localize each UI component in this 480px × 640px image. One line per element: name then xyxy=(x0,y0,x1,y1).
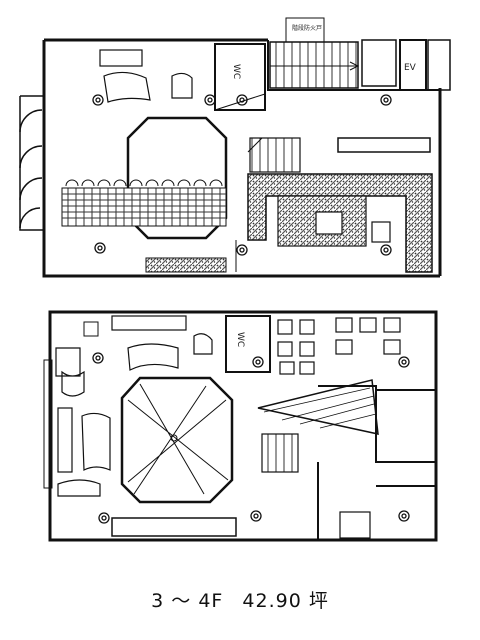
floor-area-label: 42.90 坪 xyxy=(242,590,329,612)
ev-label: EV xyxy=(404,63,417,73)
floor-plan-drawing: WC 階段防火戸 EV xyxy=(19,17,451,542)
upper-floor-plan: WC 階段防火戸 EV xyxy=(19,17,451,278)
floor-caption: 3 ～ 4F 42.90 坪 xyxy=(0,586,480,613)
stair-note-label: 階段防火戸 xyxy=(292,24,322,32)
lower-floor-plan: WC xyxy=(43,310,438,542)
wc-label-lower: WC xyxy=(235,332,245,347)
wc-label-upper: WC xyxy=(231,64,241,79)
floor-range-label: 3 ～ 4F xyxy=(151,590,224,612)
